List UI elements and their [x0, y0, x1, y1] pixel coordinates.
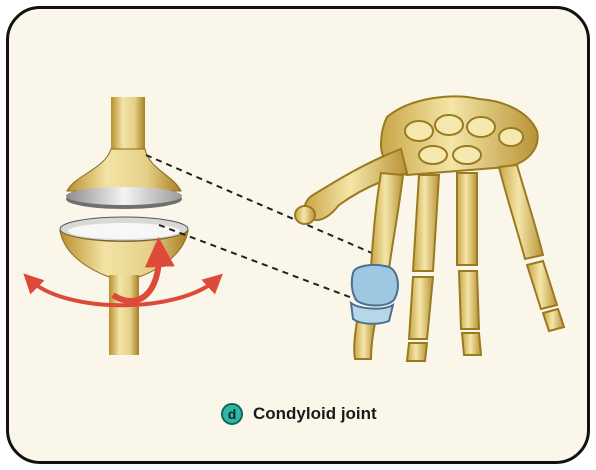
figure-caption: d Condyloid joint: [221, 403, 377, 425]
caption-badge: d: [221, 403, 243, 425]
joint-model: [29, 97, 217, 355]
condyloid-joint-illustration: [9, 9, 587, 461]
upper-shaft: [111, 97, 145, 157]
highlighted-joint: [351, 265, 398, 324]
diagram-panel: d Condyloid joint: [6, 6, 590, 464]
caption-label: Condyloid joint: [253, 404, 377, 424]
hand-skeleton-icon: [295, 96, 564, 361]
condyle-head: [67, 149, 181, 191]
lower-shaft: [109, 275, 139, 355]
